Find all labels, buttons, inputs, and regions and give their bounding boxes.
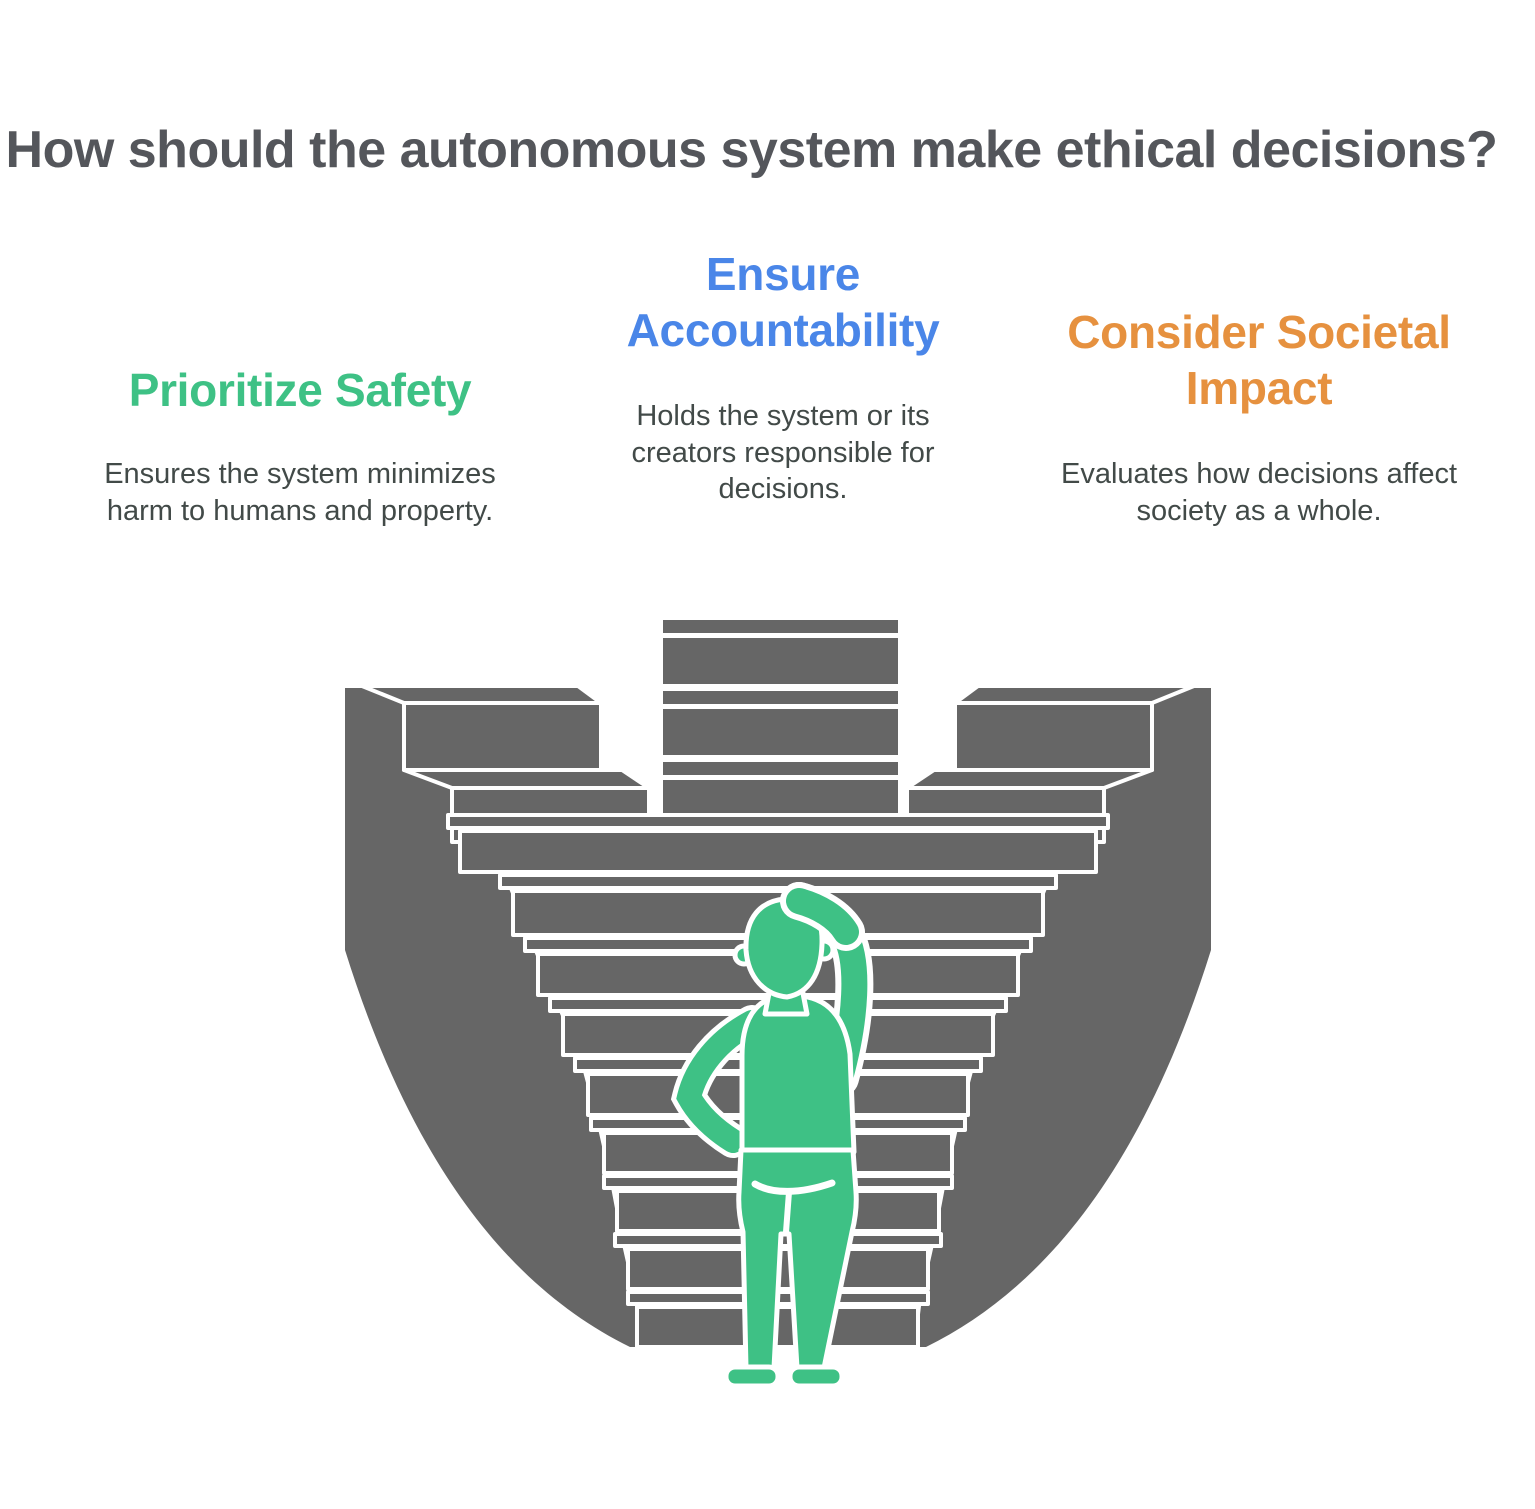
right-wall [916,688,1211,1347]
column-description-3: Evaluates how decisions affect society a… [1060,458,1458,527]
left-branch-steps [360,684,651,844]
page-title: How should the autonomous system make et… [5,121,1498,179]
column-heading-1: Prioritize Safety [128,364,472,416]
column-description-1: Ensures the system minimizes harm to hum… [104,458,496,527]
person-foot-right [787,1364,845,1389]
column-description-2: Holds the system or its creators respons… [631,400,935,506]
column-heading-2: Ensure Accountability [626,248,940,357]
center-branch-tower [663,620,898,830]
person-akimbo-arm [670,1005,769,1158]
column-heading-3: Consider Societal Impact [1067,306,1451,415]
person-legs [736,1147,859,1371]
left-wall [345,688,640,1347]
person-seam-line [783,1189,792,1235]
person-foot-left [723,1364,781,1389]
person-head [743,896,825,1000]
person-figure [670,882,874,1389]
person-torso [739,993,857,1155]
person-hand-on-head [780,882,865,951]
